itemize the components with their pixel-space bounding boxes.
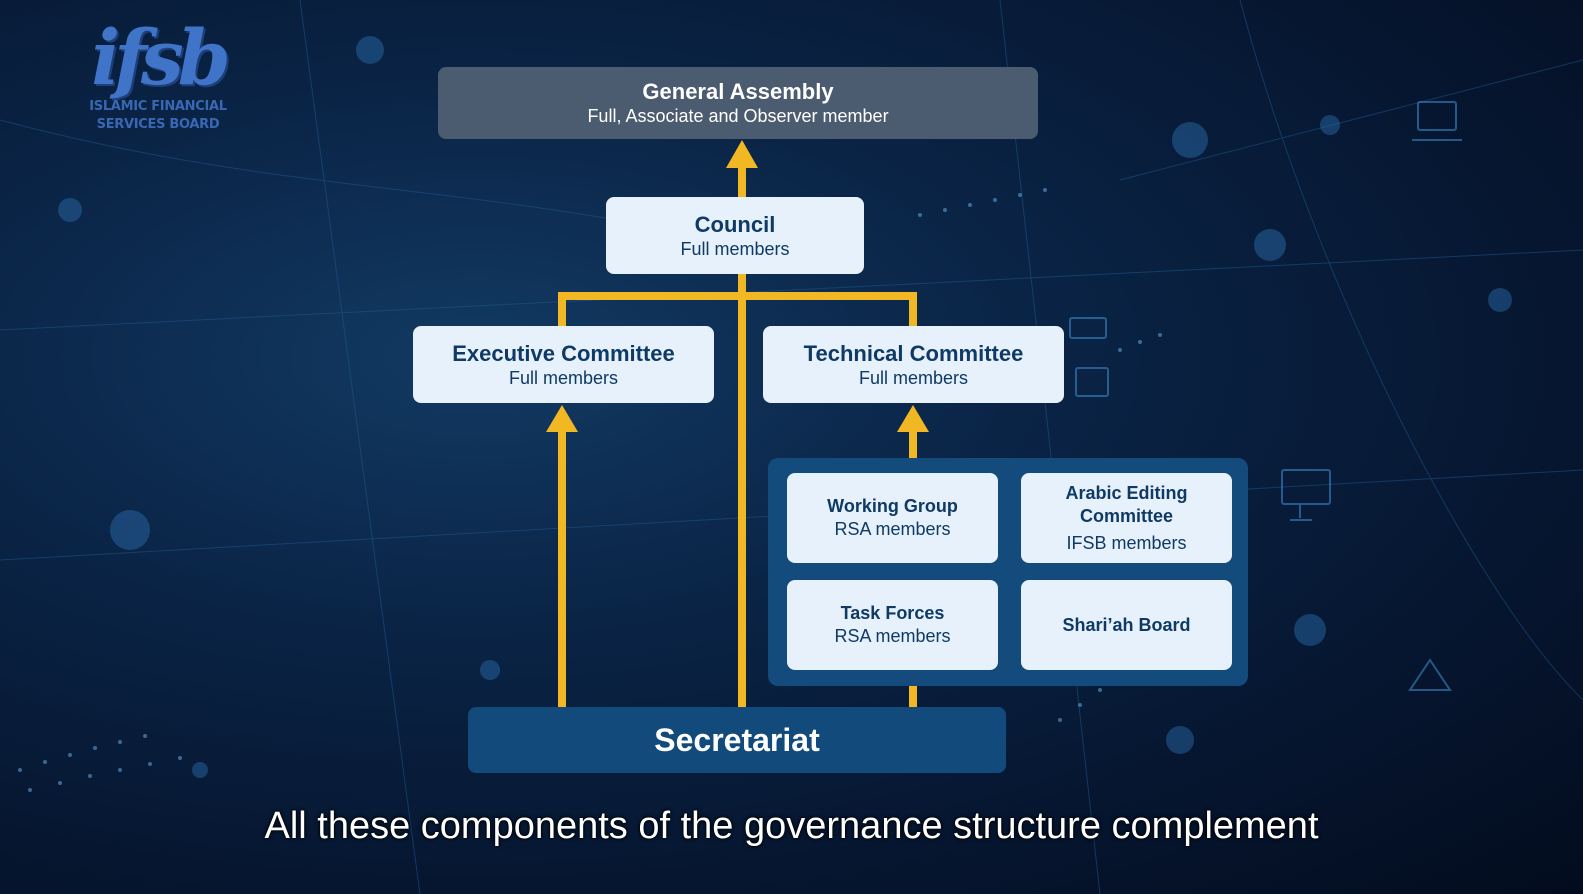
council-subtitle: Full members (680, 238, 790, 259)
shariah-board-title: Shari’ah Board (1062, 614, 1191, 635)
arabic-editing-committee-title: Arabic Editing Committee (1065, 482, 1188, 526)
technical-committee-title: Technical Committee (803, 340, 1024, 366)
council-title: Council (694, 211, 776, 237)
connector-secretariat-council (738, 272, 746, 708)
connector-council-general-assembly (738, 166, 746, 198)
arabic-editing-committee-subtitle: IFSB members (1066, 532, 1187, 553)
council-box: Council Full members (606, 197, 864, 274)
connector-branch-executive (558, 292, 566, 328)
executive-committee-box: Executive Committee Full members (413, 326, 714, 403)
general-assembly-box: General Assembly Full, Associate and Obs… (438, 67, 1038, 139)
arrowhead-executive-committee (546, 405, 578, 432)
connector-panel-technical (909, 430, 917, 460)
executive-committee-subtitle: Full members (508, 367, 619, 388)
general-assembly-subtitle: Full, Associate and Observer member (587, 106, 889, 126)
connector-secretariat-executive (558, 430, 566, 708)
general-assembly-title: General Assembly (642, 79, 834, 104)
task-forces-title: Task Forces (840, 603, 945, 623)
task-forces-subtitle: RSA members (834, 626, 951, 646)
secretariat-title: Secretariat (654, 722, 820, 758)
secretariat-box: Secretariat (468, 707, 1006, 773)
video-caption: All these components of the governance s… (264, 805, 1319, 847)
working-group-title: Working Group (827, 496, 958, 516)
arrowhead-technical-committee (897, 405, 929, 432)
arrowhead-general-assembly (726, 140, 758, 168)
connector-branch-horizontal (558, 292, 917, 300)
ifsb-logo: ifsb ISLAMIC FINANCIAL SERVICES BOARD (78, 18, 238, 134)
connector-secretariat-panel (909, 684, 917, 708)
ifsb-logo-line1: ISLAMIC FINANCIAL (89, 99, 227, 114)
executive-committee-title: Executive Committee (452, 340, 675, 366)
connector-branch-technical (909, 292, 917, 328)
working-group-box: Working Group RSA members (787, 473, 998, 563)
arabic-editing-committee-box: Arabic Editing Committee IFSB members (1021, 473, 1232, 563)
shariah-board-box: Shari’ah Board (1021, 580, 1232, 670)
ifsb-logo-mark: ifsb (91, 13, 231, 102)
technical-committee-subtitle: Full members (858, 367, 969, 388)
technical-committee-box: Technical Committee Full members (763, 326, 1064, 403)
ifsb-logo-line2: SERVICES BOARD (96, 117, 220, 132)
task-forces-box: Task Forces RSA members (787, 580, 998, 670)
working-group-subtitle: RSA members (834, 519, 951, 539)
